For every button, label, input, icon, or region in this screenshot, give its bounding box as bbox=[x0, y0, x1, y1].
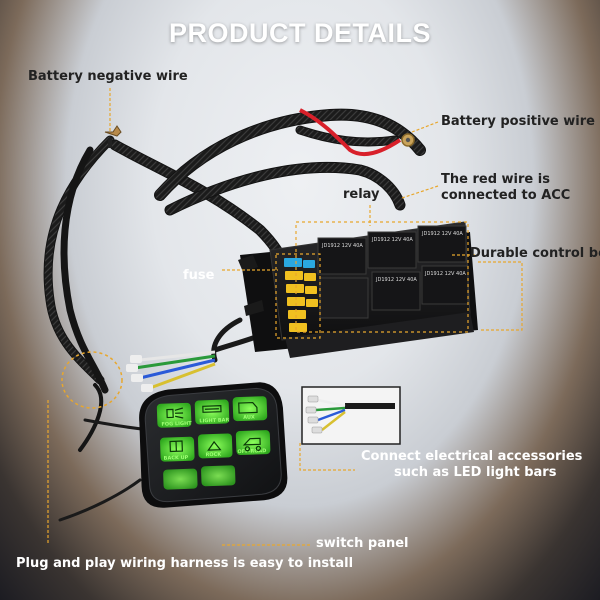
relay-label: JD1912 12V 40A bbox=[371, 237, 413, 243]
control-box: JD1912 12V 40A JD1912 12V 40A JD1912 12V… bbox=[238, 221, 478, 358]
battery-negative-label: Battery negative wire bbox=[28, 69, 188, 84]
relay-label: JD1912 12V 40A bbox=[375, 277, 417, 283]
backup-icon bbox=[169, 440, 183, 453]
switch-button-label: FOG LIGHT bbox=[161, 421, 192, 428]
connector-highlight-circle bbox=[61, 351, 123, 409]
switch-button-label: ROCK bbox=[205, 452, 222, 459]
relay: JD1912 12V 40A bbox=[317, 237, 367, 275]
connector-inset bbox=[301, 386, 401, 445]
switch-button[interactable] bbox=[163, 468, 198, 490]
switch-button[interactable] bbox=[197, 433, 233, 459]
light-bar-icon bbox=[202, 405, 222, 413]
accessories-label-line2: such as LED light bars bbox=[394, 465, 557, 480]
switch-button[interactable] bbox=[235, 430, 271, 456]
off-road-icon bbox=[242, 437, 261, 452]
battery-positive-label: Battery positive wire bbox=[441, 114, 595, 129]
fog-light-icon bbox=[166, 407, 184, 419]
relay-highlight-box bbox=[295, 221, 469, 333]
switch-button-label: OFF-ROAD bbox=[237, 448, 266, 455]
relay-group: JD1912 12V 40A JD1912 12V 40A JD1912 12V… bbox=[317, 225, 469, 319]
negative-terminal bbox=[104, 125, 122, 148]
leader-red-wire bbox=[401, 185, 439, 199]
red-positive-wire bbox=[299, 108, 415, 157]
red-wire-label-line2: connected to ACC bbox=[441, 188, 571, 203]
fuse-column bbox=[284, 258, 318, 332]
aux-icon bbox=[238, 401, 258, 414]
switch-button[interactable] bbox=[156, 402, 192, 428]
switch-button-grid: FOG LIGHT LIGHT BAR AUX BACK UP ROCK OFF… bbox=[156, 396, 271, 490]
accessory-connectors bbox=[126, 350, 216, 392]
relay: JD1912 12V 40A bbox=[367, 231, 417, 269]
relay-label: relay bbox=[343, 187, 380, 202]
relay: JD1912 12V 40A bbox=[417, 225, 467, 263]
switch-button-label: BACK UP bbox=[164, 455, 189, 462]
switch-panel-label: switch panel bbox=[316, 536, 409, 551]
red-wire-label-line1: The red wire is bbox=[441, 172, 550, 187]
relay-label: JD1912 12V 40A bbox=[424, 271, 466, 277]
switch-button[interactable] bbox=[201, 465, 236, 487]
accessories-label-line1: Connect electrical accessories bbox=[361, 449, 583, 464]
leader-accessories bbox=[299, 443, 355, 471]
switch-button-label: AUX bbox=[243, 414, 255, 420]
harness-label: Plug and play wiring harness is easy to … bbox=[16, 556, 354, 571]
relay-label: JD1912 12V 40A bbox=[421, 231, 463, 237]
switch-panel: FOG LIGHT LIGHT BAR AUX BACK UP ROCK OFF… bbox=[139, 382, 288, 508]
relay: JD1912 12V 40A bbox=[421, 265, 469, 305]
leader-control-box-bracket bbox=[478, 261, 523, 331]
switch-button-label: LIGHT BAR bbox=[199, 417, 229, 424]
leader-battery-positive bbox=[411, 121, 439, 133]
relay: JD1912 12V 40A bbox=[371, 271, 421, 311]
page-title: PRODUCT DETAILS bbox=[169, 18, 431, 48]
fuse-label: fuse bbox=[183, 268, 215, 283]
control-box-label: Durable control box bbox=[470, 246, 600, 261]
switch-button[interactable] bbox=[160, 436, 195, 462]
rock-light-icon bbox=[207, 440, 222, 451]
large-relay-block bbox=[319, 277, 369, 319]
annotation-lines bbox=[47, 88, 523, 546]
relay-label: JD1912 12V 40A bbox=[321, 243, 363, 249]
fuse-highlight-box bbox=[275, 253, 321, 339]
